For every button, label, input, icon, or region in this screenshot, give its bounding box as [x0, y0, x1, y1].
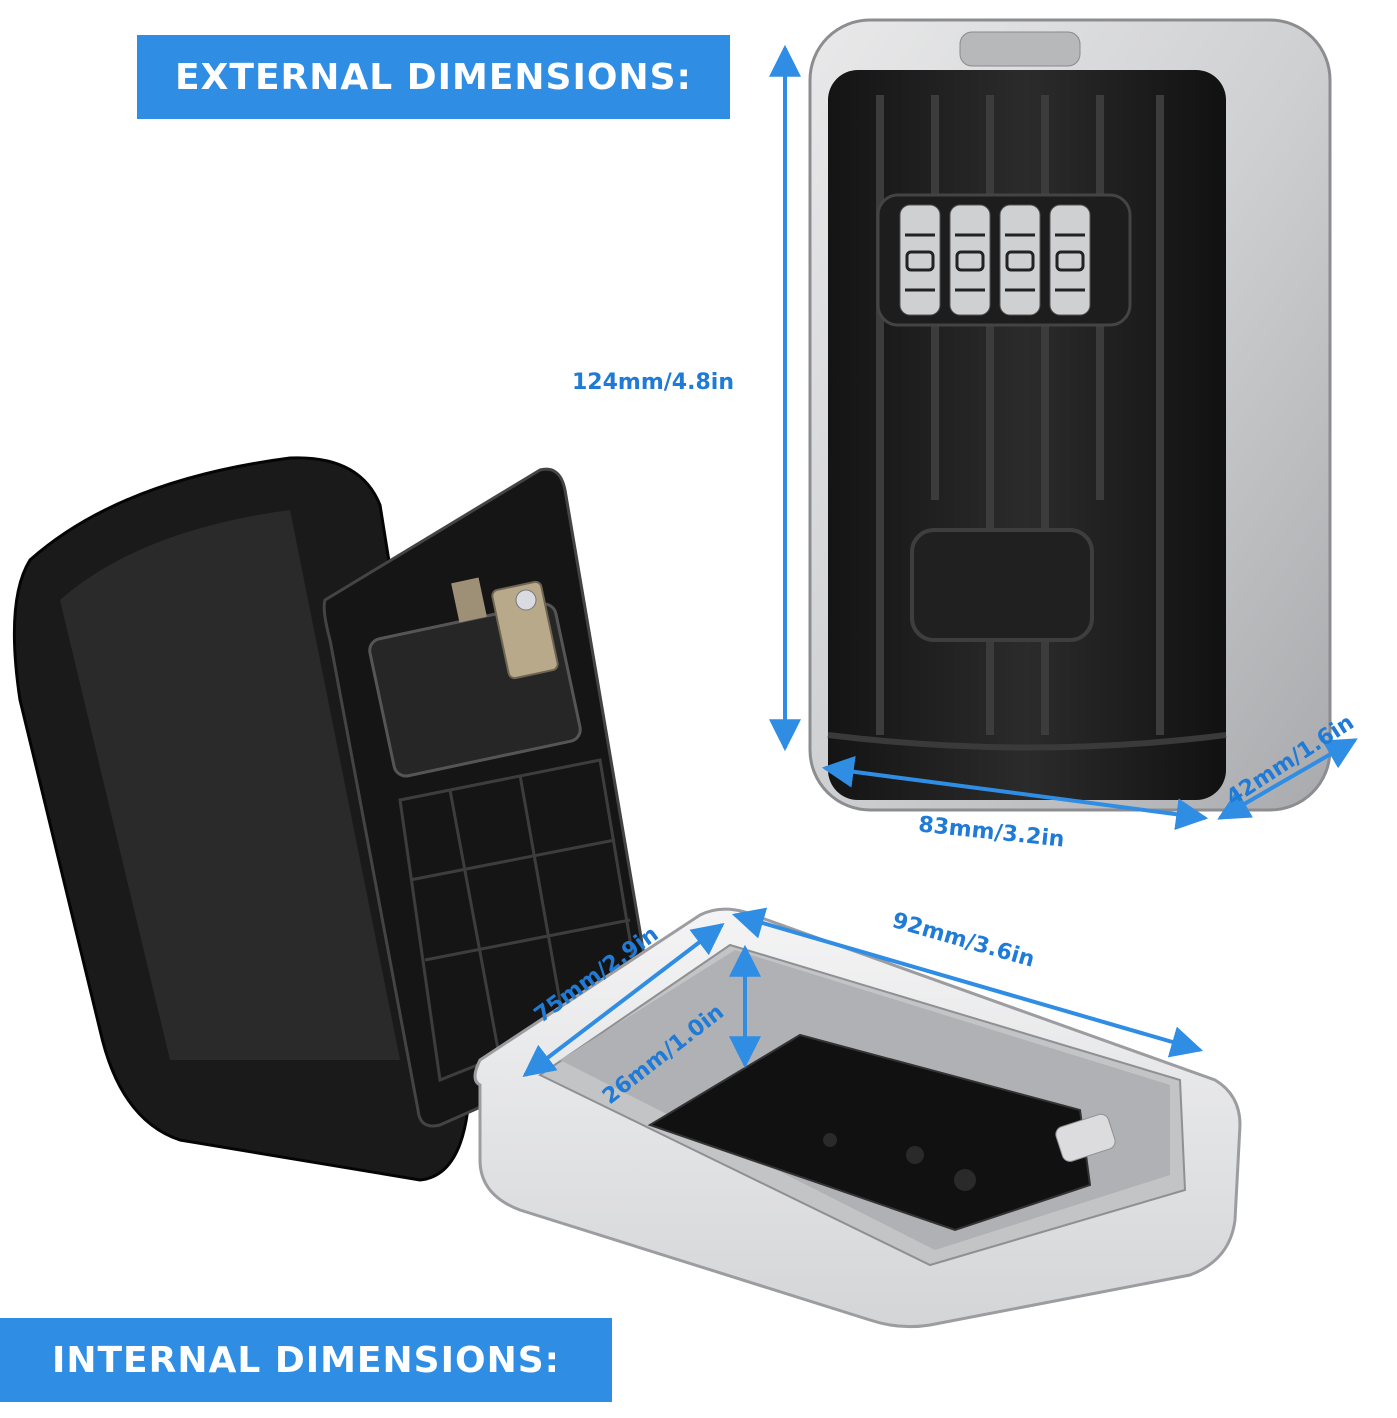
- external-dimensions-banner: EXTERNAL DIMENSIONS:: [137, 35, 730, 119]
- width-arrow: [821, 755, 1209, 831]
- dimension-arrows: [522, 44, 1358, 1077]
- depth-arrow: [1217, 738, 1358, 820]
- external-lockbox: [808, 18, 1332, 812]
- combination-dials: [899, 204, 1091, 316]
- open-lockbox: [12, 456, 1242, 1329]
- external-height-label: 124mm/4.8in: [572, 370, 734, 395]
- internal-dimensions-banner: INTERNAL DIMENSIONS:: [0, 1318, 612, 1402]
- internal-depth-arrow: [522, 923, 725, 1077]
- internal-width-arrow: [731, 907, 1204, 1058]
